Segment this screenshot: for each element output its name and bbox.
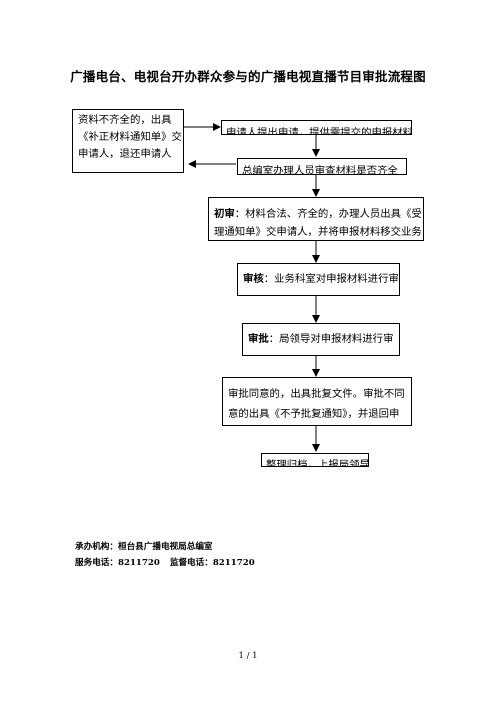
incomplete-materials-box: 资料不齐全的，出具 《补正材料通知单》交 申请人，退还申请人 xyxy=(72,109,184,173)
page-number: 1 / 1 xyxy=(238,651,258,661)
review-box: 审核：业务科室对申报材料进行审 xyxy=(237,263,400,296)
accept-box: 总编室办理人员审查材料是否齐全 xyxy=(237,158,407,175)
preliminary-review-box: 初审：材料合法、齐全的，办理人员出具《受 理通知单》交申请人，并将申报材料移交业… xyxy=(208,197,424,241)
approve-box: 审批：局领导对申报材料进行审 xyxy=(242,323,400,356)
page-title: 广播电台、电视台开办群众参与的广播电视直播节目审批流程图 xyxy=(70,69,426,84)
approval-result-box: 审批同意的，出具批复文件。审批不同 意的出具《不予批复通知》，并退回申 xyxy=(222,377,412,426)
archive-box: 整理归档，上报局领导 xyxy=(261,453,369,467)
footer-organization: 承办机构：桓台县广播电视局总编室 xyxy=(75,542,213,552)
apply-box: 申请人提出申请，提供需提交的申报材料 xyxy=(221,120,412,135)
